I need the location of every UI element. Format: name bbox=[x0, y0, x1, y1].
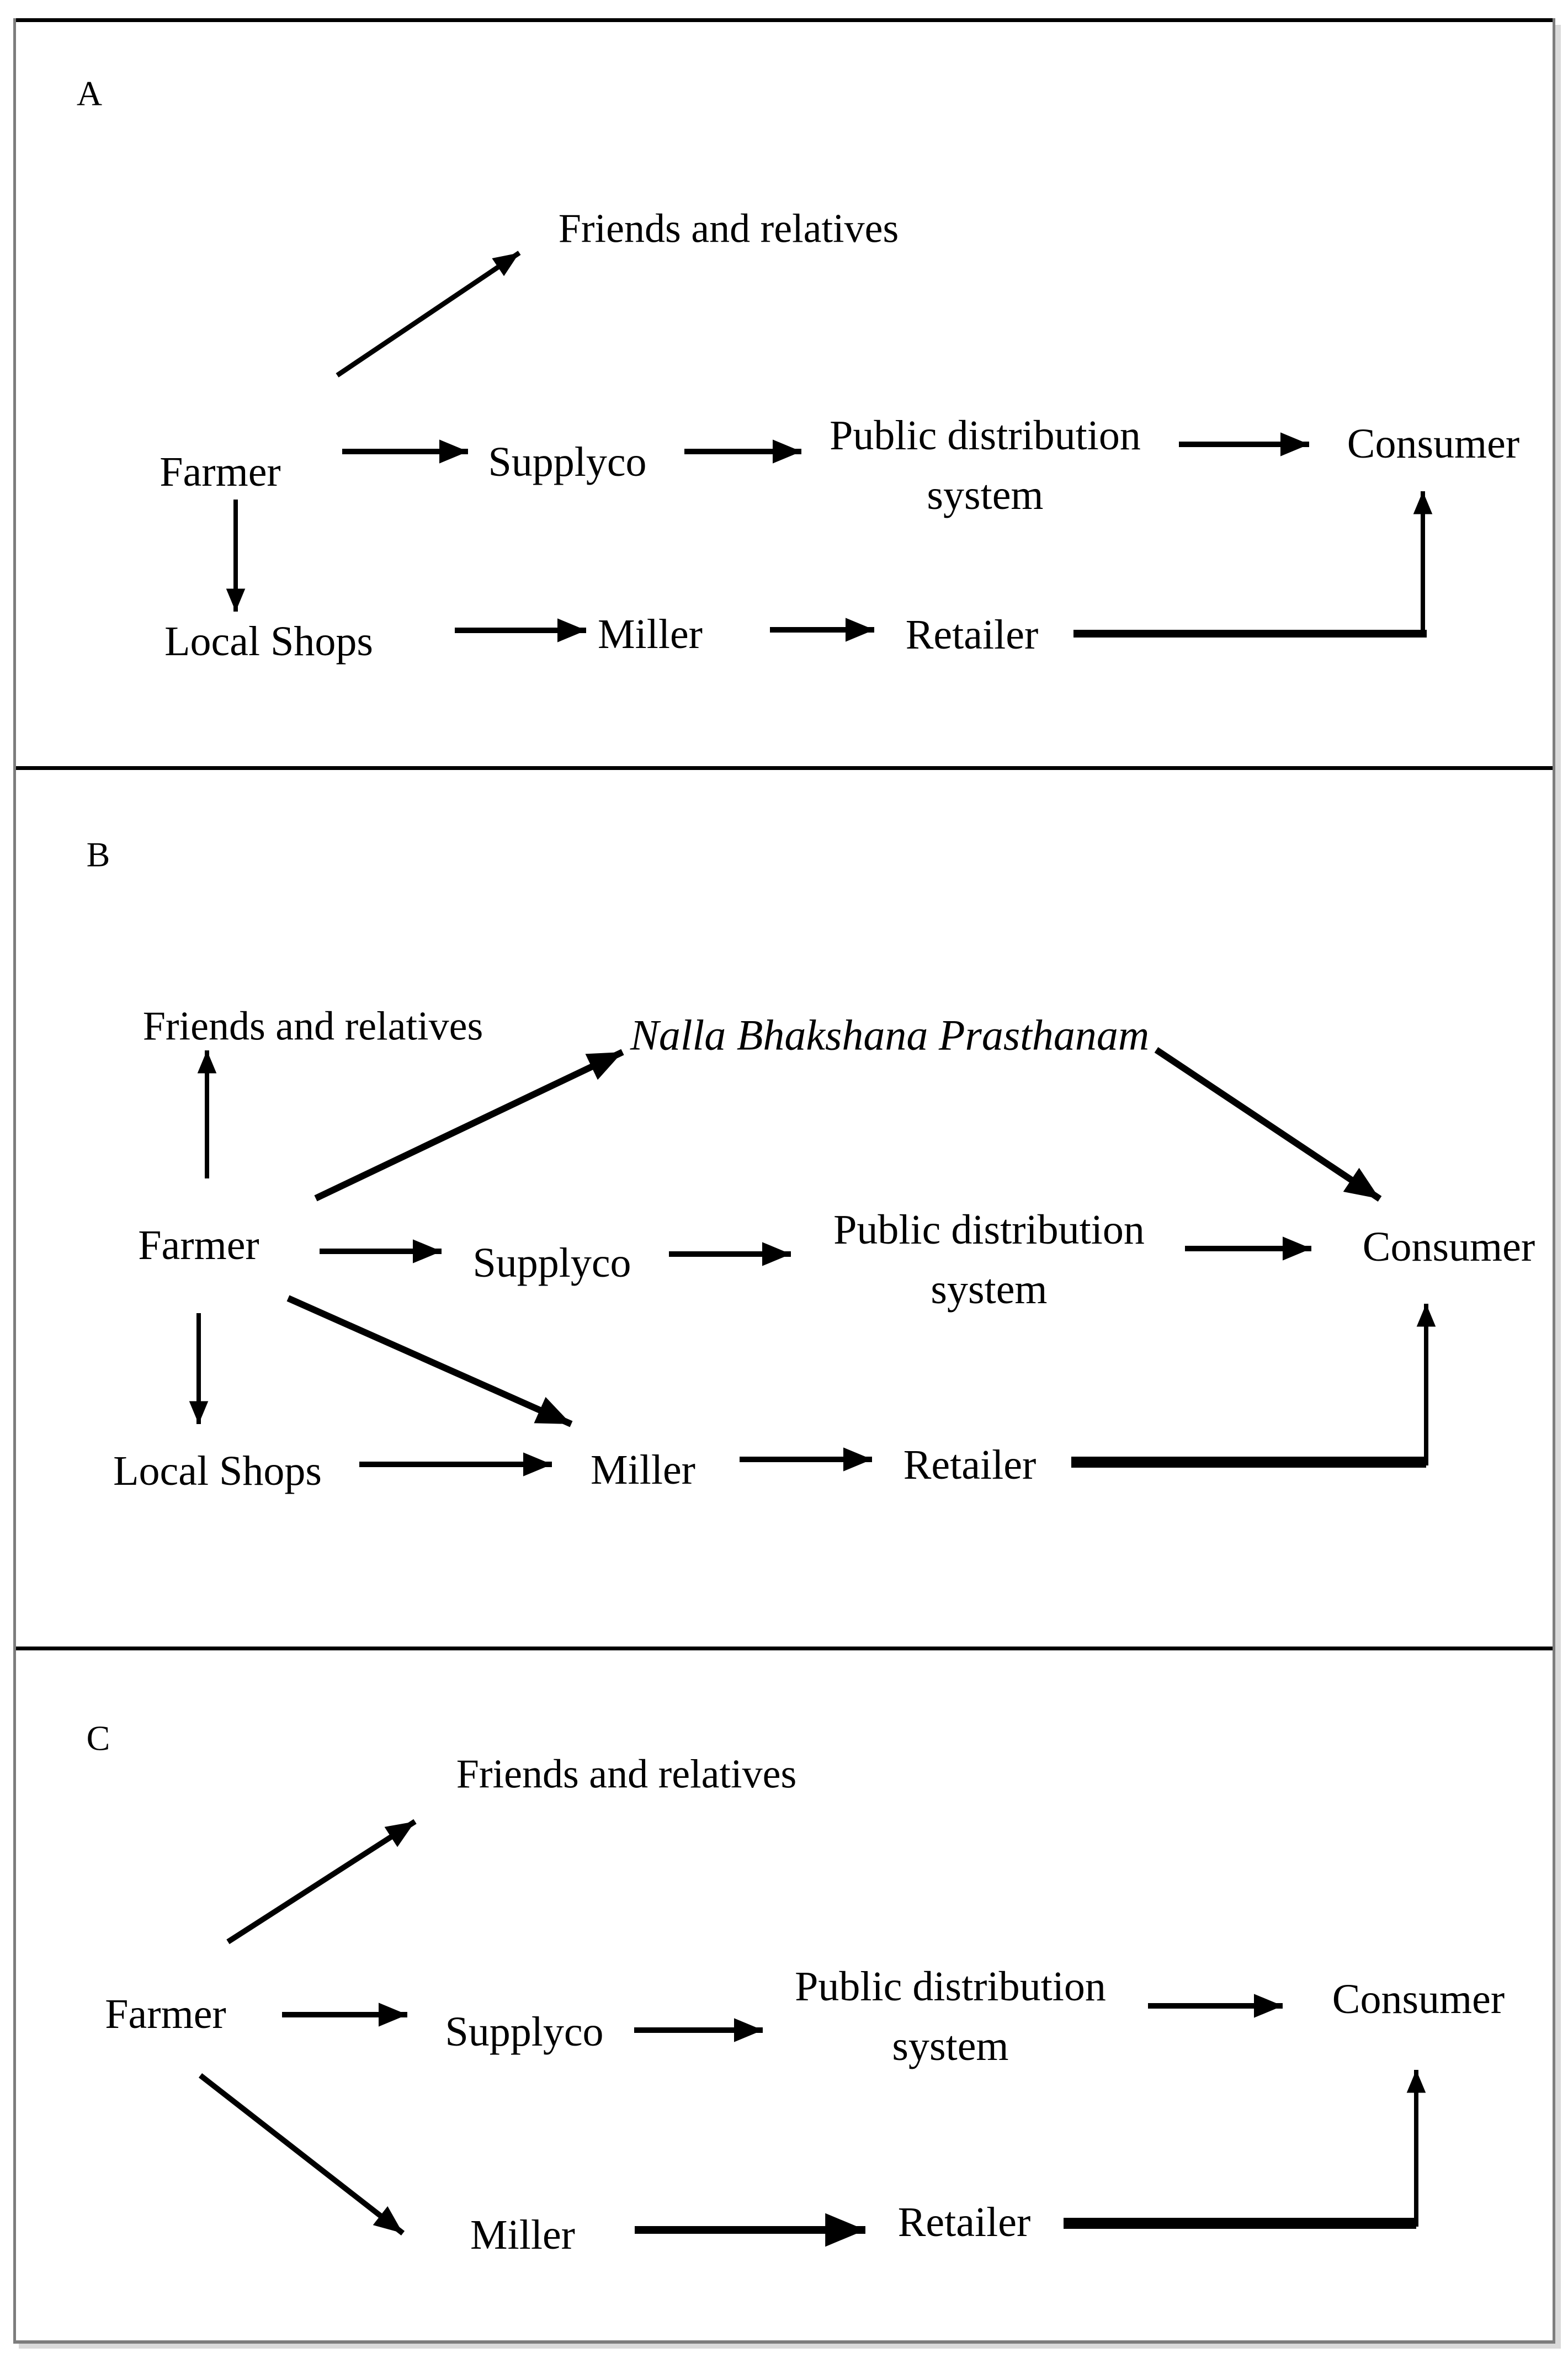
panel-b-retailer: Retailer bbox=[903, 1442, 1037, 1489]
panel-c-consumer: Consumer bbox=[1332, 1976, 1505, 2023]
frame-right-shadow bbox=[1555, 25, 1561, 2348]
frame-top-border bbox=[13, 18, 1555, 22]
panel-b-local-shops: Local Shops bbox=[113, 1448, 322, 1495]
panel-b-consumer: Consumer bbox=[1362, 1224, 1535, 1271]
panel-c-public-distribution-system: Public distribution system bbox=[795, 1963, 1106, 2069]
panel-b-public-distribution-system: Public distribution system bbox=[833, 1207, 1145, 1313]
panel-a-label: A bbox=[76, 73, 103, 113]
arrow-b-farmer-to-nalla bbox=[314, 1049, 624, 1202]
panel-c-supplyco: Supplyco bbox=[445, 2009, 604, 2056]
panel-b-miller: Miller bbox=[591, 1447, 695, 1494]
panel-a-supplyco: Supplyco bbox=[488, 439, 647, 486]
panel-a-public-distribution-system: Public distribution system bbox=[830, 412, 1141, 518]
panel-divider-a-b bbox=[13, 766, 1555, 770]
panel-c-miller: Miller bbox=[470, 2212, 575, 2259]
arrow-c-farmer-to-miller bbox=[198, 2073, 405, 2235]
frame-bottom-border bbox=[13, 2340, 1555, 2344]
panel-c-label: C bbox=[86, 1718, 110, 1758]
panel-divider-b-c bbox=[13, 1647, 1555, 1650]
panel-a-consumer: Consumer bbox=[1347, 421, 1520, 468]
panel-a-farmer: Farmer bbox=[160, 449, 281, 496]
panel-b-supplyco: Supplyco bbox=[472, 1240, 631, 1287]
arrow-b-nalla-to-consumer bbox=[1154, 1047, 1382, 1202]
panel-c-retailer: Retailer bbox=[897, 2199, 1031, 2246]
frame-right-border bbox=[1553, 18, 1555, 2344]
arrow-a-farmer-to-friends bbox=[336, 251, 521, 378]
panel-b-label: B bbox=[86, 835, 110, 874]
panel-a-miller: Miller bbox=[598, 611, 703, 658]
panel-c-farmer: Farmer bbox=[105, 1991, 226, 2038]
panel-a-retailer: Retailer bbox=[905, 612, 1039, 658]
arrow-b-farmer-to-miller bbox=[286, 1295, 573, 1427]
panel-b-friends-and-relatives: Friends and relatives bbox=[142, 1003, 483, 1049]
panel-a-friends-and-relatives: Friends and relatives bbox=[558, 206, 899, 252]
frame-left-border bbox=[13, 18, 16, 2344]
panel-b-farmer: Farmer bbox=[138, 1222, 259, 1269]
panel-b-nalla-bhakshana-prasthanam: Nalla Bhakshana Prasthanam bbox=[630, 1011, 1150, 1059]
frame-bottom-shadow bbox=[19, 2344, 1561, 2349]
arrow-c-farmer-to-friends bbox=[226, 1819, 417, 1945]
panel-c-friends-and-relatives: Friends and relatives bbox=[456, 1751, 797, 1797]
panel-a-local-shops: Local Shops bbox=[164, 618, 373, 665]
